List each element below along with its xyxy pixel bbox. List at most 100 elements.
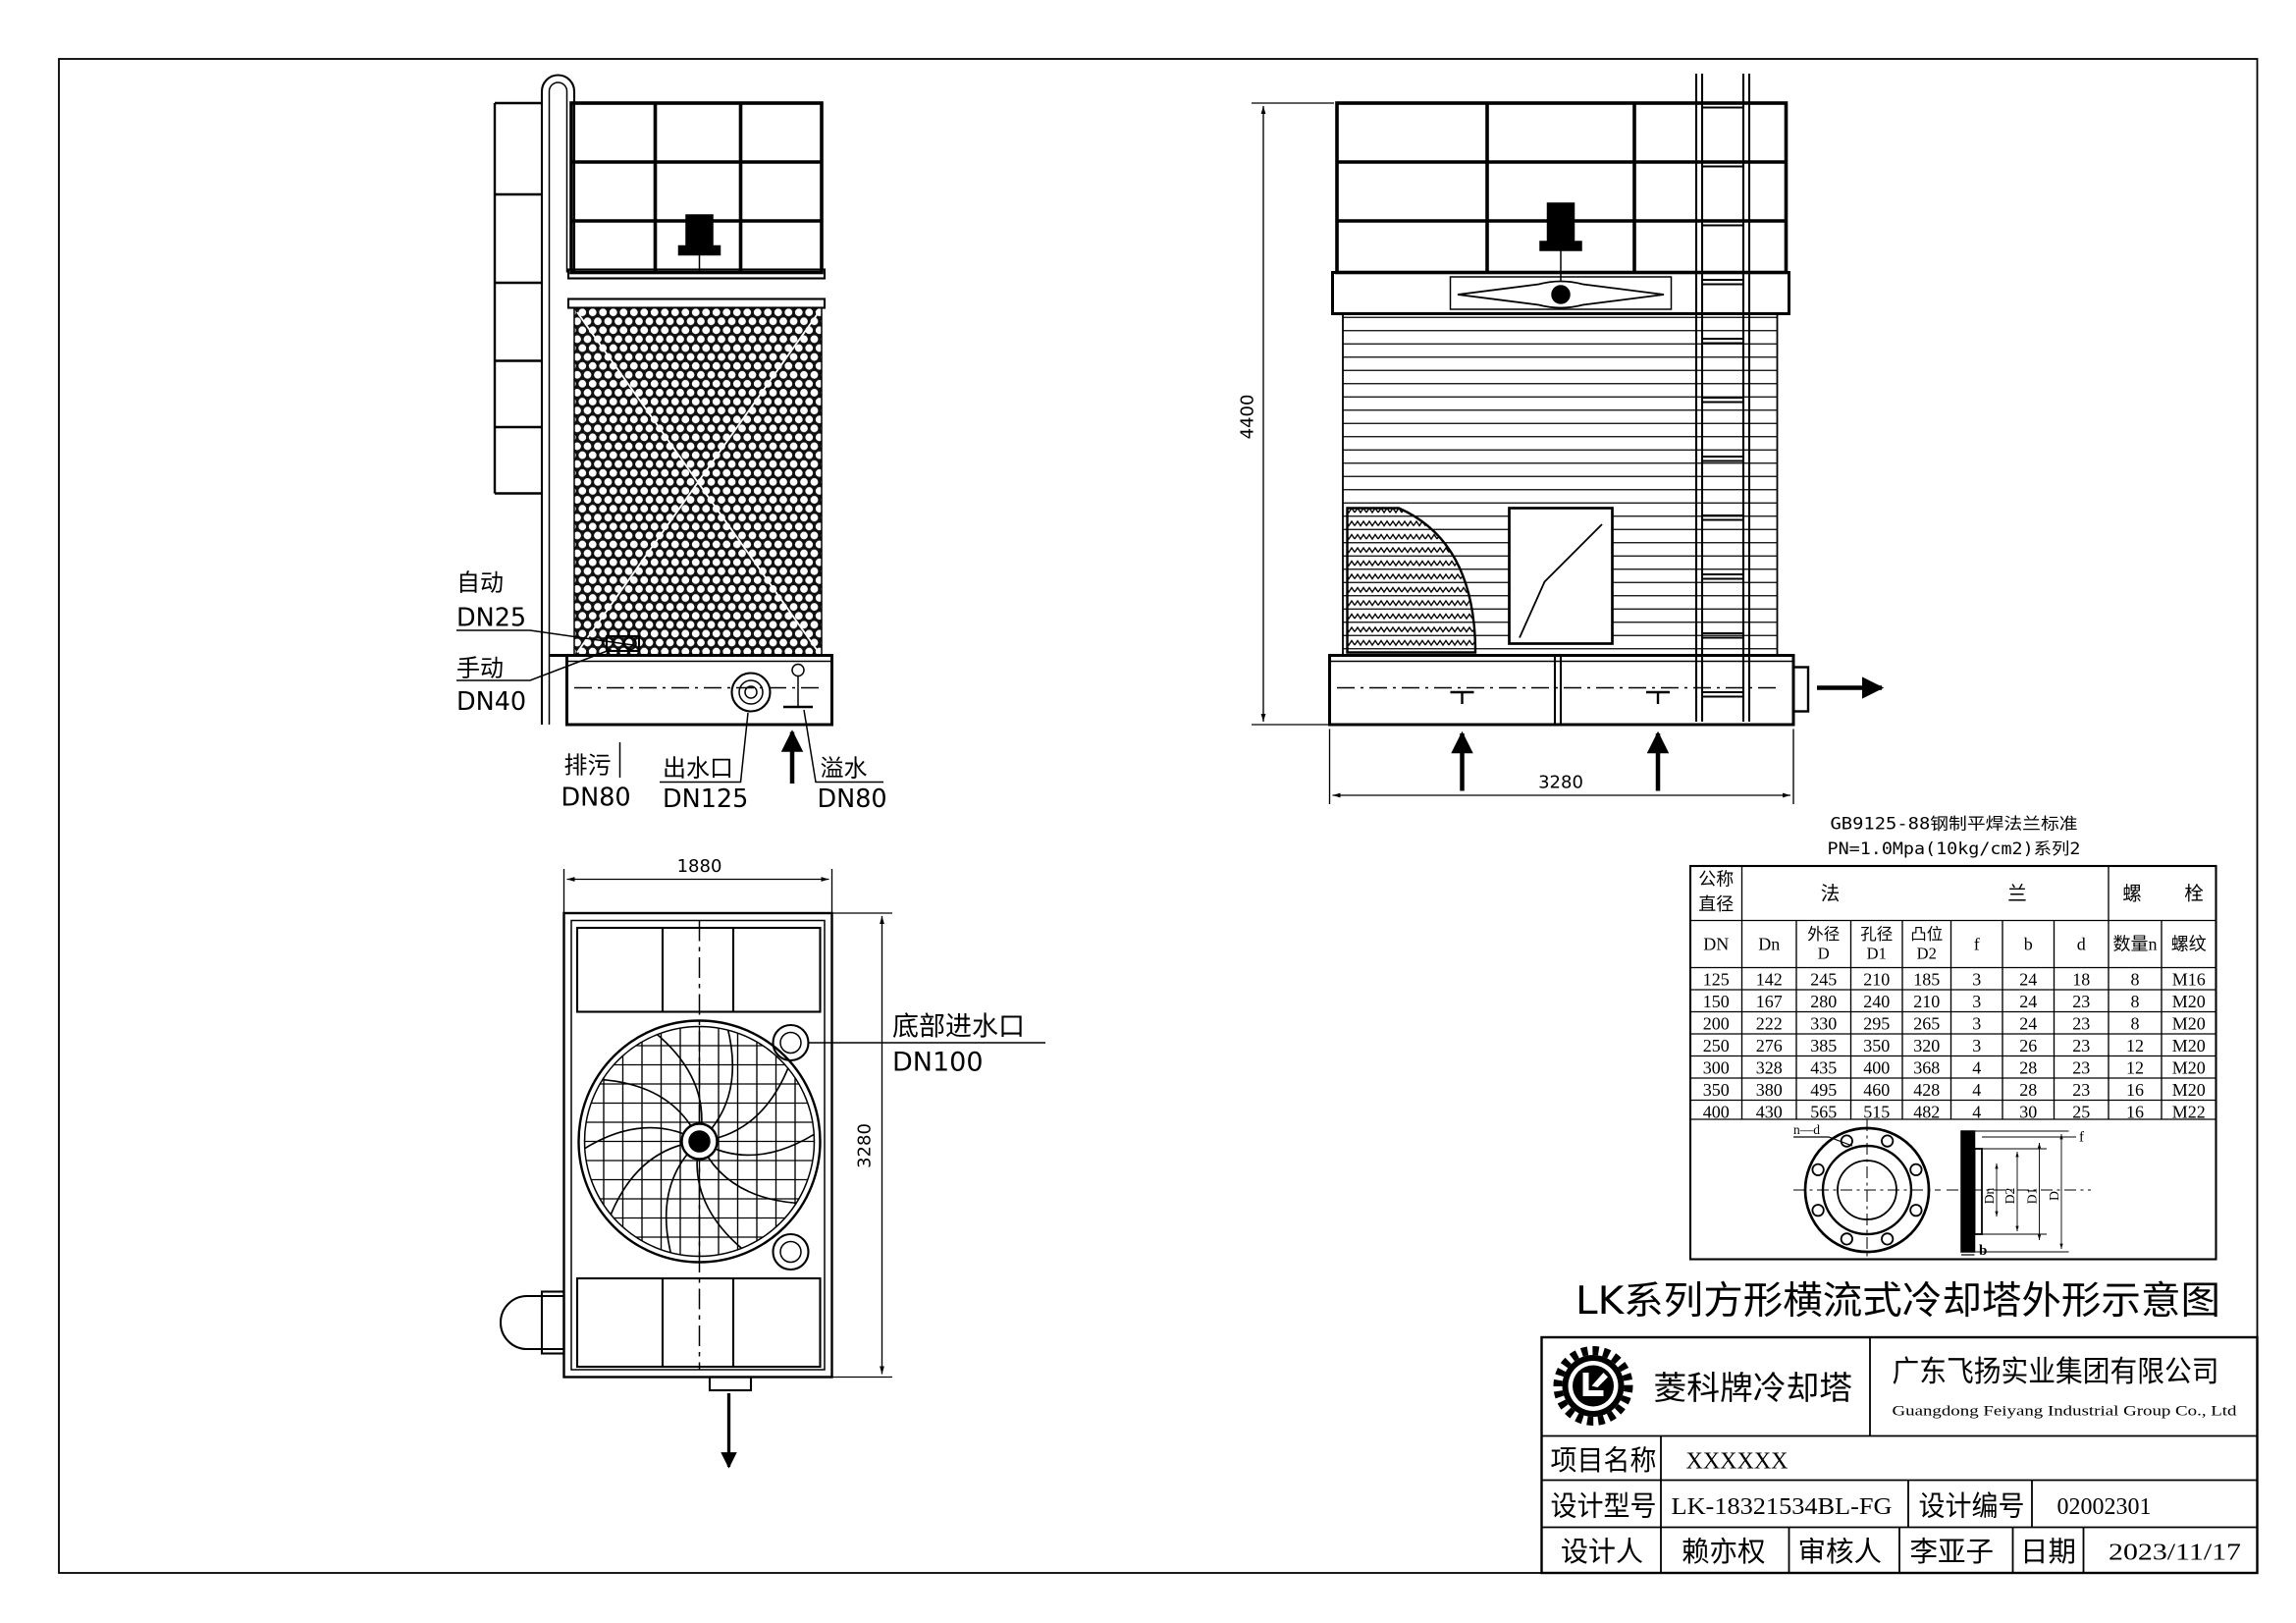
fan-housing	[1449, 276, 1673, 310]
drift-eliminator-view	[1346, 507, 1477, 654]
reviewer-label: 审核人	[1798, 1536, 1883, 1568]
height-dimension-text: 4400	[1238, 395, 1258, 440]
drain-label: 排污	[564, 752, 612, 780]
table-cell: 4	[1972, 1058, 1981, 1078]
brand-name: 菱科牌冷却塔	[1654, 1369, 1853, 1407]
bolt-hole	[1909, 1163, 1923, 1176]
table-cell: 23	[2072, 1058, 2090, 1078]
table-cell: 482	[1913, 1103, 1940, 1122]
flange-table-title: GB9125-88钢制平焊法兰标准	[1831, 815, 2078, 834]
table-cell: 167	[1756, 992, 1783, 1011]
fan-blade	[584, 1078, 701, 1142]
column-header: b	[2024, 935, 2033, 954]
side-top-band	[566, 268, 827, 280]
designer-value: 赖亦权	[1682, 1536, 1766, 1568]
outlet-size: DN125	[663, 784, 748, 814]
side-fan-motor	[677, 214, 721, 273]
height-dimension	[1252, 102, 1335, 726]
column-header: 孔径	[1860, 925, 1893, 944]
table-cell: 26	[2019, 1036, 2037, 1055]
flange-group-header: 兰	[2007, 884, 2027, 905]
inlet-pipe	[779, 1031, 802, 1055]
column-header: 数量n	[2113, 935, 2158, 954]
inlet-size: DN100	[892, 1048, 984, 1078]
fan-blade	[698, 1141, 815, 1205]
fan-blade	[640, 1026, 703, 1142]
project-name-label: 项目名称	[1551, 1444, 1657, 1477]
table-cell: 400	[1703, 1103, 1730, 1122]
column-header: D2	[1917, 945, 1937, 963]
table-cell: 30	[2019, 1103, 2037, 1122]
flange-group-header: 法	[1821, 884, 1841, 905]
outlet-label: 出水口	[663, 755, 733, 783]
side-basin	[565, 634, 834, 727]
table-cell: 12	[2126, 1058, 2144, 1078]
title-block	[1540, 1335, 2259, 1575]
table-cell: 380	[1756, 1080, 1783, 1100]
table-cell: 222	[1756, 1014, 1783, 1034]
bolt-label: n—d	[1793, 1122, 1820, 1137]
table-cell: M20	[2172, 992, 2206, 1011]
drain-size: DN80	[561, 784, 631, 813]
front-ladder	[1694, 74, 1751, 722]
reviewer-value: 李亚子	[1910, 1536, 1995, 1568]
project-name-value: XXXXXX	[1686, 1449, 1789, 1475]
table-cell: 23	[2072, 1014, 2090, 1034]
fan-hub-inner	[688, 1130, 711, 1153]
table-cell: 142	[1756, 970, 1783, 990]
table-cell: 8	[2131, 1014, 2140, 1034]
table-cell: 24	[2019, 992, 2037, 1011]
table-cell: 200	[1703, 1014, 1730, 1034]
side-view	[456, 74, 884, 784]
logo-mark-k	[1591, 1373, 1609, 1387]
table-cell: 435	[1810, 1058, 1837, 1078]
table-cell: M16	[2172, 970, 2206, 990]
table-cell: 210	[1913, 992, 1940, 1011]
plan-outlet-stub	[708, 1376, 753, 1392]
dn-label: Dn	[1982, 1188, 1997, 1205]
date-label: 日期	[2020, 1536, 2076, 1568]
side-ladder	[493, 101, 543, 495]
bolt-hole	[1909, 1204, 1923, 1217]
table-cell: 28	[2019, 1058, 2037, 1078]
d1-label: D1	[2025, 1188, 2040, 1205]
table-cell: 295	[1863, 1014, 1890, 1034]
flange-side-plate	[1960, 1130, 1976, 1253]
flange-side-face	[1973, 1148, 1983, 1235]
b-label: b	[1979, 1243, 1987, 1259]
motor-body	[1546, 202, 1575, 244]
table-cell: 8	[2131, 970, 2140, 990]
inlet-label: 底部进水口	[892, 1012, 1025, 1043]
bolt-hole	[1840, 1232, 1853, 1246]
table-cell: 495	[1810, 1080, 1837, 1100]
table-outline	[1688, 864, 2217, 1261]
table-cell: 276	[1756, 1036, 1783, 1055]
table-cell: 28	[2019, 1080, 2037, 1100]
table-cell: 23	[2072, 1036, 2090, 1055]
d2-label: D2	[2002, 1188, 2017, 1205]
bolt-hole	[1811, 1204, 1825, 1217]
table-cell: 300	[1703, 1058, 1730, 1078]
table-cell: 3	[1972, 1036, 1981, 1055]
plan-length-text: 3280	[855, 1123, 876, 1168]
outlet-pipe	[738, 679, 764, 705]
table-cell: 245	[1810, 970, 1837, 990]
drawing-frame	[58, 58, 2259, 1574]
table-cell: 3	[1972, 1014, 1981, 1034]
front-fan-motor	[1539, 202, 1582, 283]
table-cell: 23	[2072, 992, 2090, 1011]
bolt-hole	[1881, 1232, 1895, 1246]
float-valve-ball	[791, 663, 805, 677]
motor-body	[685, 214, 714, 248]
bolt-hole	[1881, 1134, 1895, 1148]
overflow-size: DN80	[818, 784, 887, 814]
fan-blade	[603, 1140, 700, 1235]
plan-length-dimension	[831, 912, 893, 1379]
side-handrail-pipe	[540, 74, 576, 725]
nominal-header: 直径	[1698, 894, 1734, 914]
motor-base	[1539, 241, 1582, 251]
date-value: 2023/11/17	[2109, 1541, 2241, 1566]
